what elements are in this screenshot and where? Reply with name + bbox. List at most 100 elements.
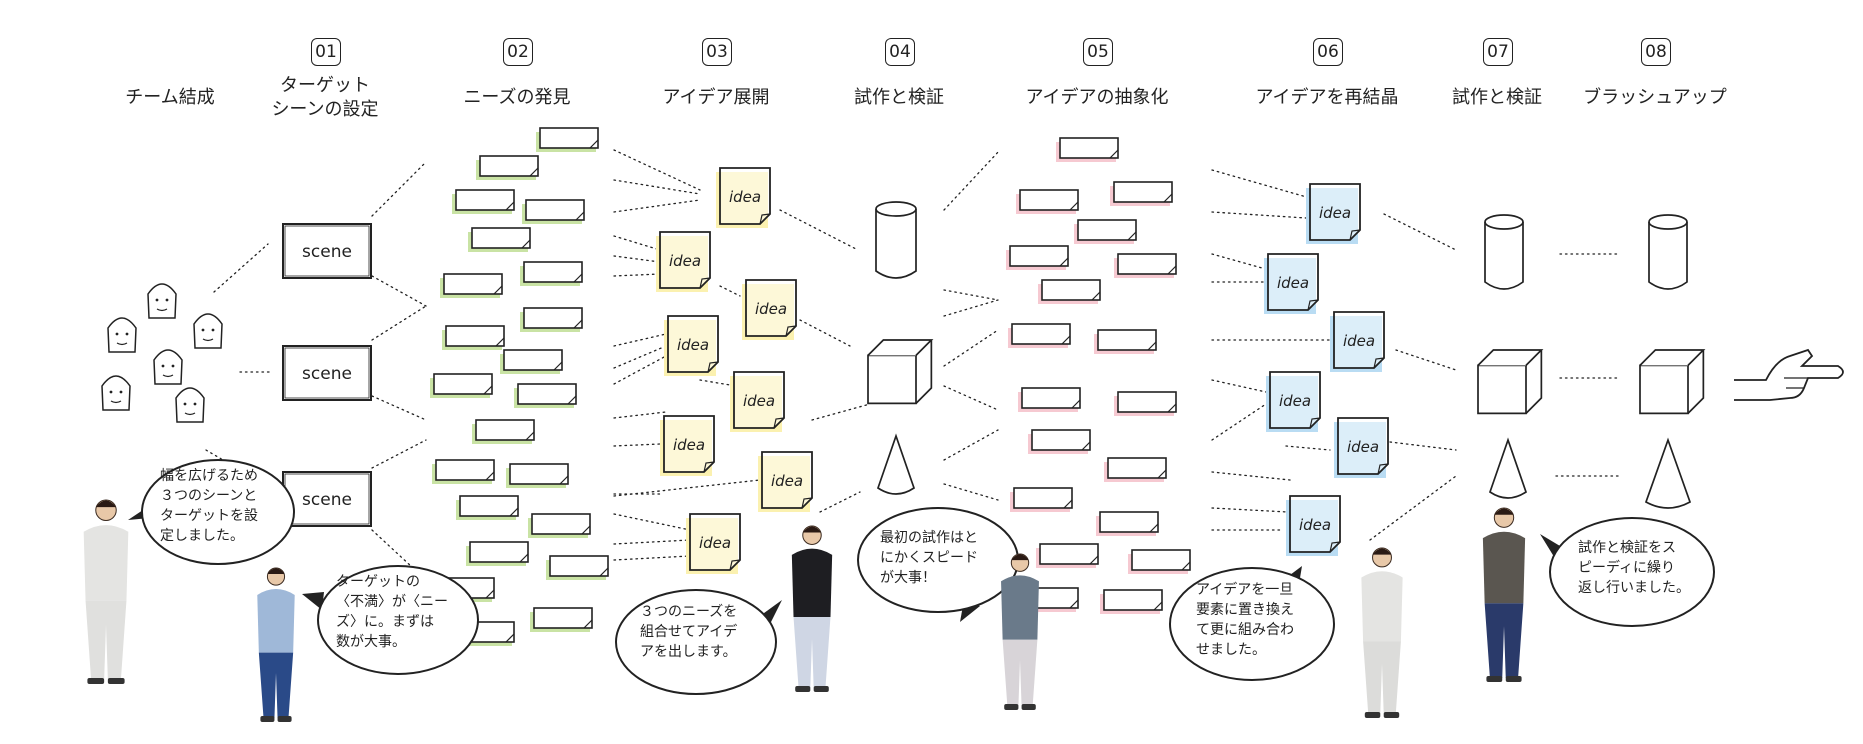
speech-bubble (857, 507, 1019, 622)
dotted-connector (943, 299, 999, 317)
face-icon (153, 349, 183, 385)
dotted-connector (613, 255, 661, 263)
dotted-connector (1211, 379, 1267, 393)
need-card (476, 155, 539, 180)
dotted-connector (1211, 211, 1307, 219)
cube-icon (1639, 349, 1706, 415)
need-card (456, 495, 519, 520)
element-card (1110, 181, 1173, 206)
need-card (440, 273, 503, 298)
cube-icon (867, 339, 934, 405)
element-card (1038, 279, 1101, 304)
element-card (1094, 329, 1157, 354)
speech-bubble (128, 459, 295, 565)
need-card (546, 555, 609, 580)
dotted-connector (1211, 253, 1263, 269)
dotted-connector (1389, 441, 1457, 451)
step-title-05: アイデアの抽象化 (1025, 87, 1169, 108)
step-title-03: アイデア展開 (662, 87, 770, 108)
idea-label: idea (1347, 438, 1379, 456)
speech-bubble (302, 565, 479, 675)
need-card (430, 373, 493, 398)
face-icon (147, 283, 177, 319)
idea-note (664, 315, 719, 376)
need-card (506, 463, 569, 488)
dotted-connector (1211, 507, 1289, 513)
element-card (1036, 543, 1099, 568)
dotted-connector (613, 149, 701, 191)
need-card (520, 307, 583, 332)
idea-note (1266, 371, 1321, 432)
dotted-connector (613, 539, 691, 545)
diagram-shapes (83, 127, 1844, 722)
cone-icon (1644, 437, 1692, 509)
need-card (452, 189, 515, 214)
step-number-08: 08 (1641, 38, 1671, 66)
person-figure (1001, 553, 1039, 710)
dotted-connector (943, 429, 999, 461)
need-card (442, 325, 505, 350)
idea-label: idea (669, 252, 701, 270)
dotted-connector (699, 379, 737, 387)
scene-label: scene (302, 242, 352, 262)
idea-note (1306, 183, 1361, 244)
cone-icon (876, 433, 916, 495)
idea-note (1286, 495, 1341, 556)
step-number-05: 05 (1083, 38, 1113, 66)
speech-bubble (1169, 566, 1335, 681)
dotted-connector (1211, 403, 1267, 441)
element-card (1018, 387, 1081, 412)
dotted-connector (779, 209, 859, 251)
cylinder-icon (1484, 214, 1524, 290)
element-card (1074, 219, 1137, 244)
element-card (1028, 429, 1091, 454)
element-card (1056, 137, 1119, 162)
face-icon (101, 375, 131, 411)
dotted-connector (943, 149, 1001, 211)
dotted-connector (819, 491, 861, 513)
idea-note (686, 513, 741, 574)
idea-label: idea (1279, 392, 1311, 410)
dotted-connector (943, 329, 999, 367)
face-icon (193, 313, 223, 349)
idea-note (660, 415, 715, 476)
element-card (1114, 391, 1177, 416)
step-title-06: アイデアを再結晶 (1255, 87, 1399, 108)
speech-bubble-text-1: 幅を広げるため ３つのシーンと ターゲットを設 定しました。 (160, 468, 258, 544)
need-card (514, 383, 577, 408)
idea-label: idea (743, 392, 775, 410)
need-card (522, 199, 585, 224)
dotted-connector (613, 199, 701, 213)
idea-label: idea (755, 300, 787, 318)
dotted-connector (719, 285, 741, 297)
dotted-connector (371, 305, 427, 341)
element-card (1016, 189, 1079, 214)
step-title-04: 試作と検証 (854, 87, 944, 108)
speech-bubble-text-4: 最初の試作はと にかくスピード が大事！ (880, 530, 978, 586)
scene-label: scene (302, 364, 352, 384)
element-card (1114, 253, 1177, 278)
cube-icon (1477, 349, 1544, 415)
idea-label: idea (699, 534, 731, 552)
dotted-connector (943, 483, 999, 501)
dotted-connector (371, 161, 427, 217)
step-number-07: 07 (1483, 38, 1513, 66)
need-card (536, 127, 599, 152)
step-number-04: 04 (885, 38, 915, 66)
dotted-connector (371, 275, 427, 307)
cylinder-icon (1648, 214, 1688, 290)
element-card (1008, 323, 1071, 348)
dotted-connector (613, 479, 761, 497)
dotted-connector (613, 555, 691, 561)
idea-label: idea (1277, 274, 1309, 292)
dotted-connector (1211, 169, 1311, 199)
dotted-connector (1285, 445, 1331, 451)
dotted-connector (613, 513, 691, 531)
idea-label: idea (673, 436, 705, 454)
speech-bubble-text-2: ターゲットの 〈不満〉が〈ニー ズ〉に。まずは 数が大事。 (336, 574, 448, 650)
speech-bubble-text-3: ３つのニーズを 組合せてアイデ アを出します。 (640, 604, 738, 660)
dotted-connector (799, 319, 851, 347)
face-icon (175, 387, 205, 423)
